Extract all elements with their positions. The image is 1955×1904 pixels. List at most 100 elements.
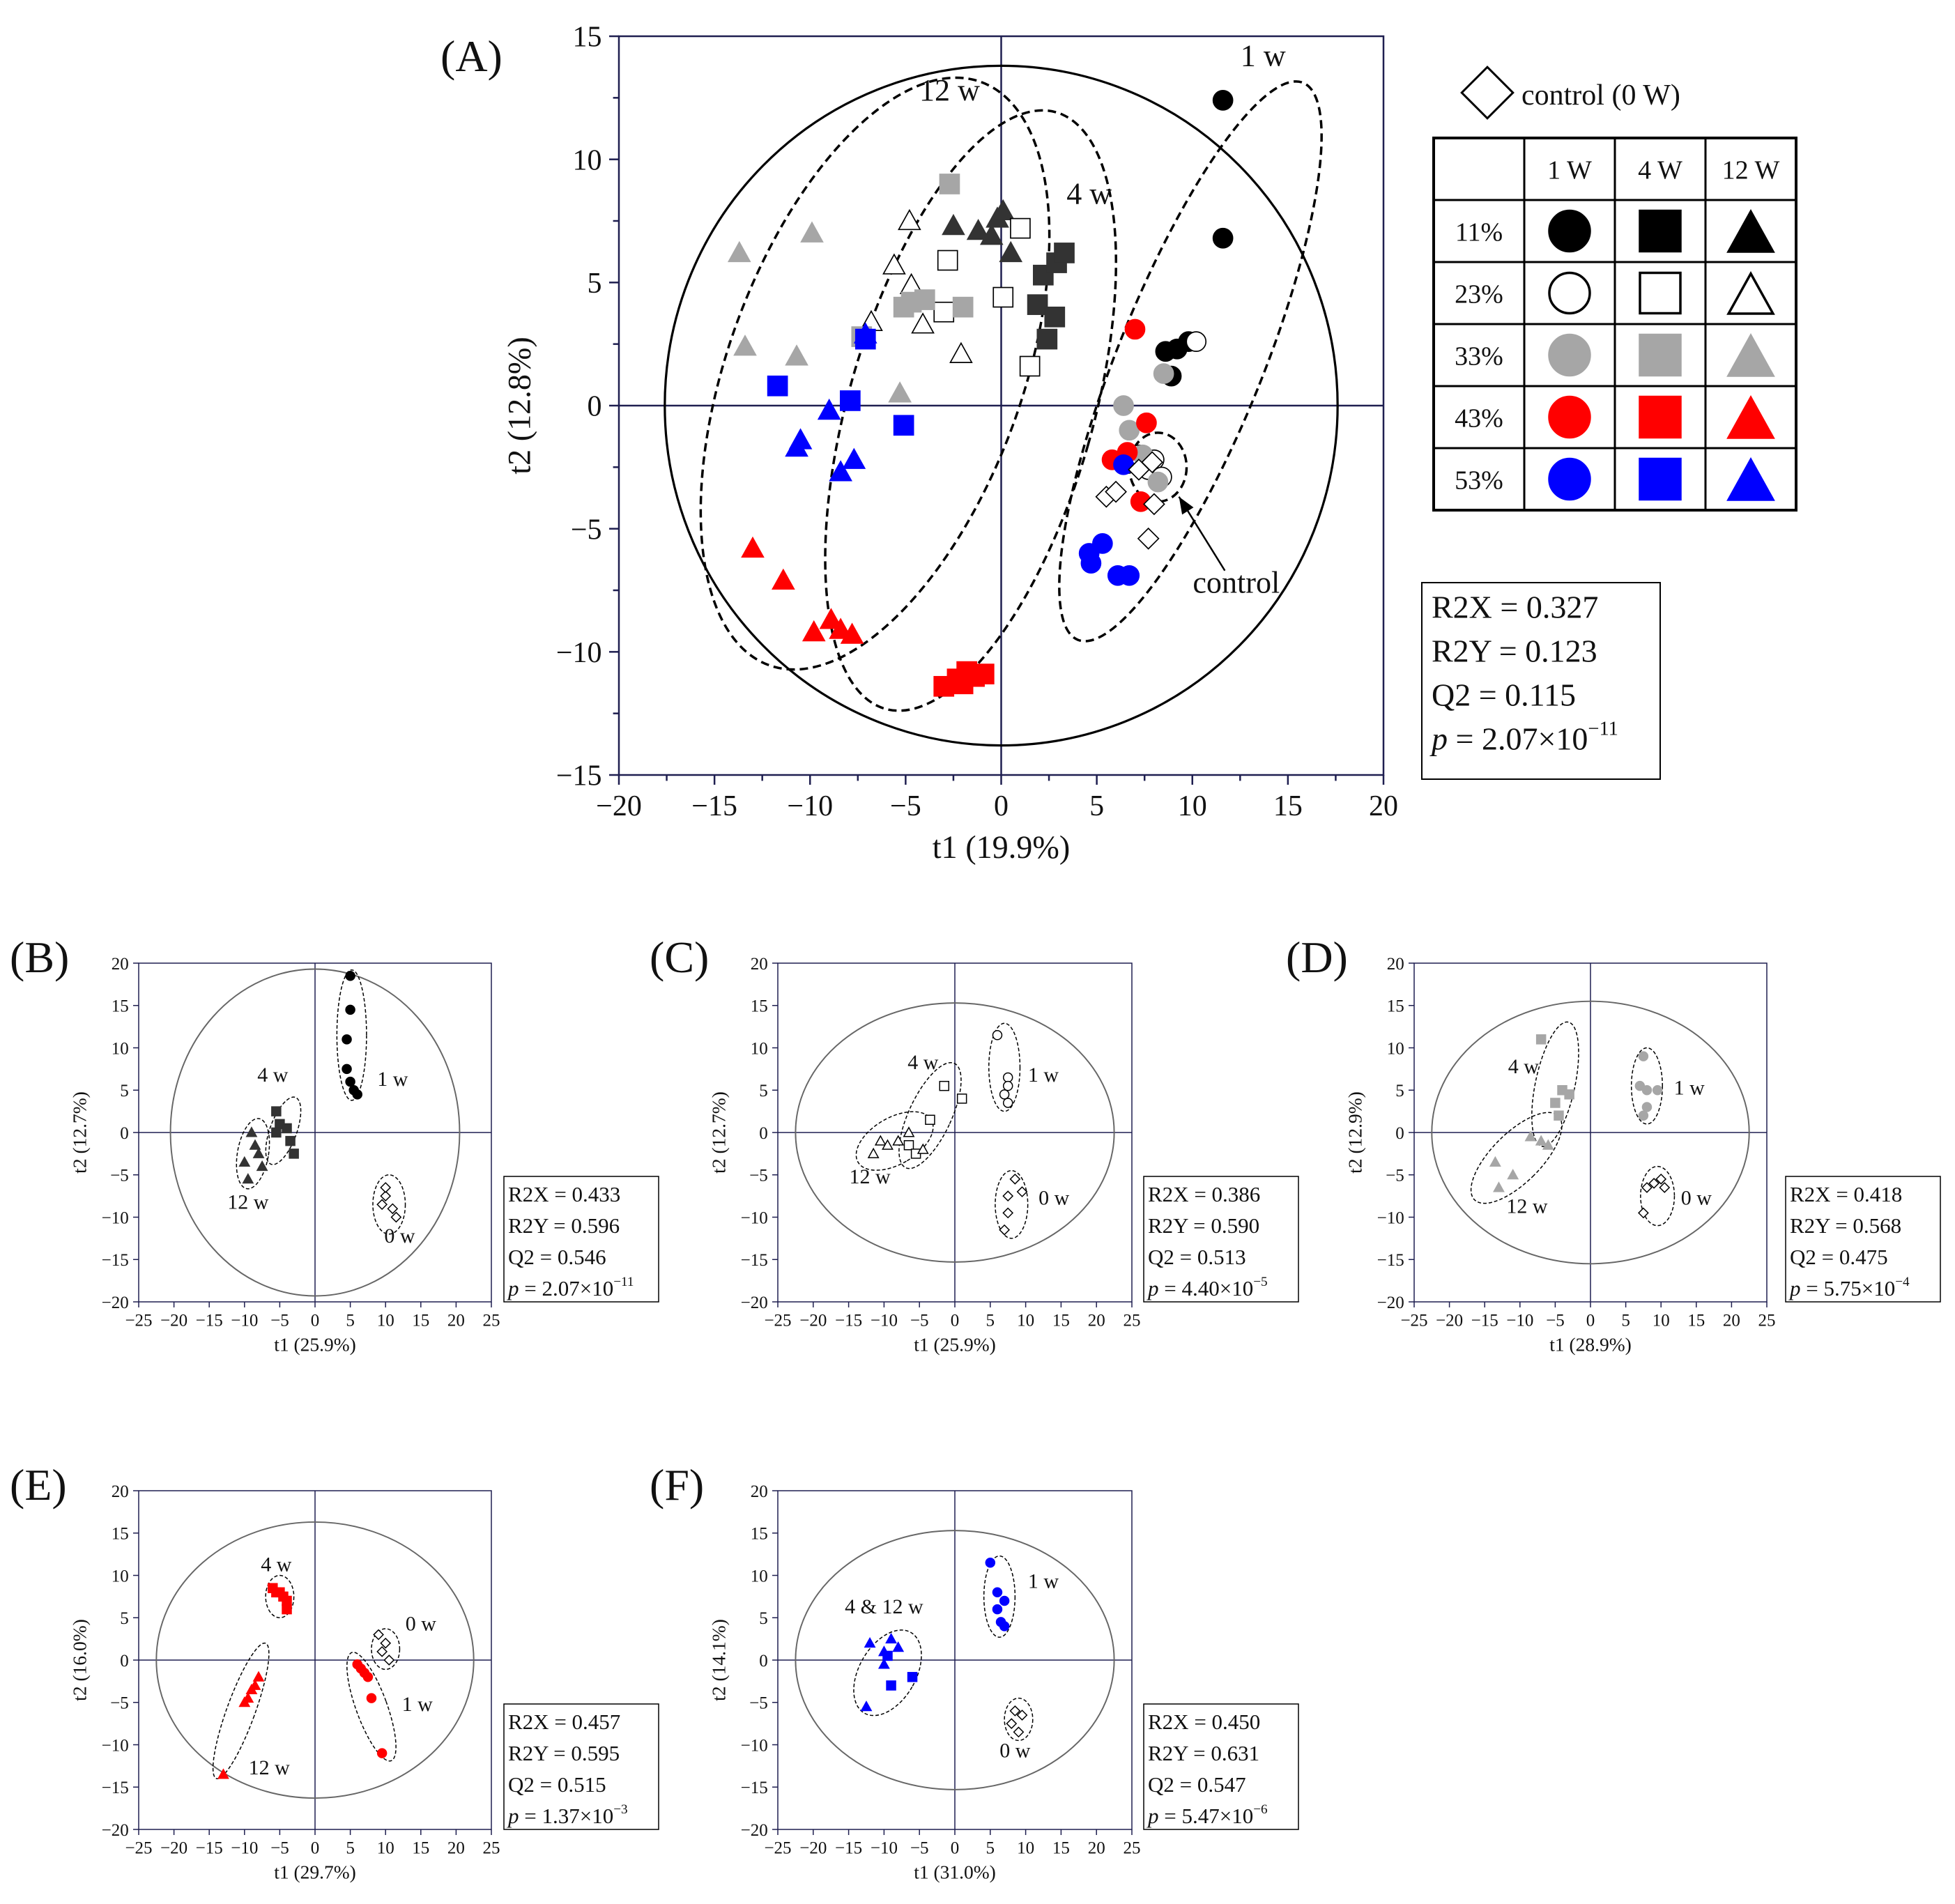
group-ellipse bbox=[1004, 1697, 1034, 1742]
circle-point bbox=[1080, 553, 1102, 574]
stats-box bbox=[503, 1176, 659, 1303]
x-tick-label: 5 bbox=[1621, 1311, 1630, 1330]
square-point bbox=[992, 286, 1014, 308]
y-tick-label: 0 bbox=[759, 1652, 768, 1671]
group-label: 4 w bbox=[261, 1553, 292, 1576]
stats-line: Q2 = 0.115 bbox=[1432, 677, 1576, 712]
x-tick-label: 5 bbox=[1089, 790, 1104, 822]
stats-line: R2Y = 0.596 bbox=[508, 1213, 620, 1238]
x-tick-label: 15 bbox=[412, 1311, 429, 1330]
y-tick-label: 10 bbox=[112, 1567, 129, 1586]
x-tick-label: −15 bbox=[835, 1311, 862, 1330]
diamond-point bbox=[387, 1203, 399, 1215]
y-tick-label: −10 bbox=[741, 1208, 768, 1227]
square-point bbox=[973, 663, 995, 684]
square-point bbox=[907, 1672, 918, 1682]
circle-point bbox=[342, 1064, 352, 1075]
y-tick-label: 10 bbox=[751, 1039, 768, 1058]
circle-point bbox=[999, 1621, 1010, 1632]
x-tick-label: −5 bbox=[270, 1311, 289, 1330]
square-point bbox=[1554, 1110, 1564, 1121]
stats-box bbox=[1421, 582, 1661, 780]
group-ellipse bbox=[346, 1652, 397, 1762]
series bbox=[1006, 1705, 1028, 1738]
y-tick-label: 5 bbox=[759, 1082, 768, 1100]
diamond-point bbox=[1655, 1173, 1667, 1185]
triangle-point bbox=[840, 622, 864, 644]
x-axis-label: t1 (28.9%) bbox=[1549, 1334, 1632, 1356]
stats-box bbox=[1785, 1176, 1941, 1303]
square-point bbox=[1054, 243, 1075, 263]
legend-circle-marker bbox=[1548, 395, 1591, 439]
x-tick-label: −10 bbox=[231, 1311, 258, 1330]
triangle-point bbox=[256, 1160, 268, 1172]
x-tick-label: −10 bbox=[231, 1838, 258, 1857]
y-tick-label: −20 bbox=[1377, 1293, 1404, 1312]
group-label: 1 w bbox=[1674, 1076, 1705, 1099]
x-tick-label: 0 bbox=[311, 1838, 320, 1857]
stats-line: Q2 = 0.546 bbox=[508, 1245, 606, 1269]
group-label: 4 w bbox=[1066, 176, 1112, 210]
stats-box bbox=[1143, 1703, 1299, 1830]
legend-column-header: 4 W bbox=[1638, 156, 1682, 185]
triangle-point bbox=[829, 617, 852, 639]
triangle-point bbox=[999, 240, 1023, 263]
x-tick-label: 25 bbox=[1124, 1838, 1141, 1857]
stats-line: R2Y = 0.631 bbox=[1148, 1741, 1259, 1765]
x-tick-label: 5 bbox=[346, 1311, 355, 1330]
stats-p-value: p = 1.37×10−3 bbox=[507, 1802, 628, 1828]
x-tick-label: −10 bbox=[871, 1838, 898, 1857]
series bbox=[1489, 1130, 1554, 1192]
x-tick-label: 10 bbox=[1653, 1311, 1670, 1330]
square-point bbox=[933, 301, 955, 323]
series bbox=[352, 1659, 388, 1758]
series bbox=[1027, 243, 1075, 350]
panel-tag: (B) bbox=[10, 932, 69, 982]
circle-point bbox=[345, 1076, 355, 1087]
group-label: 1 w bbox=[402, 1693, 434, 1716]
x-tick-label: 5 bbox=[986, 1838, 995, 1857]
triangle-point bbox=[882, 1139, 894, 1150]
square-point bbox=[1010, 217, 1031, 239]
square-point bbox=[271, 1127, 282, 1138]
y-tick-label: 0 bbox=[759, 1124, 768, 1143]
series bbox=[741, 536, 864, 644]
legend-row-label: 33% bbox=[1455, 342, 1503, 371]
x-axis-label: t1 (19.9%) bbox=[933, 829, 1071, 865]
x-tick-label: 15 bbox=[1273, 790, 1303, 822]
y-tick-label: 15 bbox=[751, 1525, 768, 1544]
circle-point bbox=[985, 1558, 996, 1568]
y-tick-label: 20 bbox=[112, 1482, 129, 1501]
square-point bbox=[767, 375, 788, 397]
legend-triangle-marker bbox=[1726, 457, 1775, 501]
diamond-point bbox=[380, 1182, 392, 1193]
y-tick-label: 20 bbox=[751, 955, 768, 974]
legend-circle-marker bbox=[1548, 209, 1591, 253]
stats-line: R2Y = 0.123 bbox=[1432, 633, 1597, 668]
triangle-point bbox=[979, 224, 1004, 245]
diamond-point bbox=[1641, 1182, 1653, 1193]
x-axis-label: t1 (31.0%) bbox=[914, 1861, 996, 1883]
triangle-point bbox=[819, 608, 843, 629]
triangle-point bbox=[772, 568, 795, 590]
y-tick-label: 10 bbox=[1387, 1039, 1404, 1058]
x-tick-label: −10 bbox=[787, 790, 833, 822]
group-ellipse bbox=[988, 1022, 1021, 1112]
y-tick-label: −15 bbox=[102, 1779, 129, 1797]
x-tick-label: −5 bbox=[1546, 1311, 1565, 1330]
triangle-point bbox=[966, 219, 990, 240]
group-ellipse bbox=[336, 969, 367, 1101]
circle-point bbox=[1652, 1085, 1663, 1096]
square-point bbox=[914, 289, 935, 310]
legend-row-label: 11% bbox=[1455, 218, 1503, 247]
diamond-point bbox=[383, 1655, 395, 1666]
x-tick-label: −5 bbox=[890, 790, 921, 822]
confidence-ellipse bbox=[664, 64, 1339, 747]
panel-tag: (A) bbox=[440, 31, 503, 81]
square-point bbox=[840, 390, 861, 411]
x-tick-label: −20 bbox=[596, 790, 642, 822]
x-axis-label: t1 (29.7%) bbox=[274, 1861, 356, 1883]
